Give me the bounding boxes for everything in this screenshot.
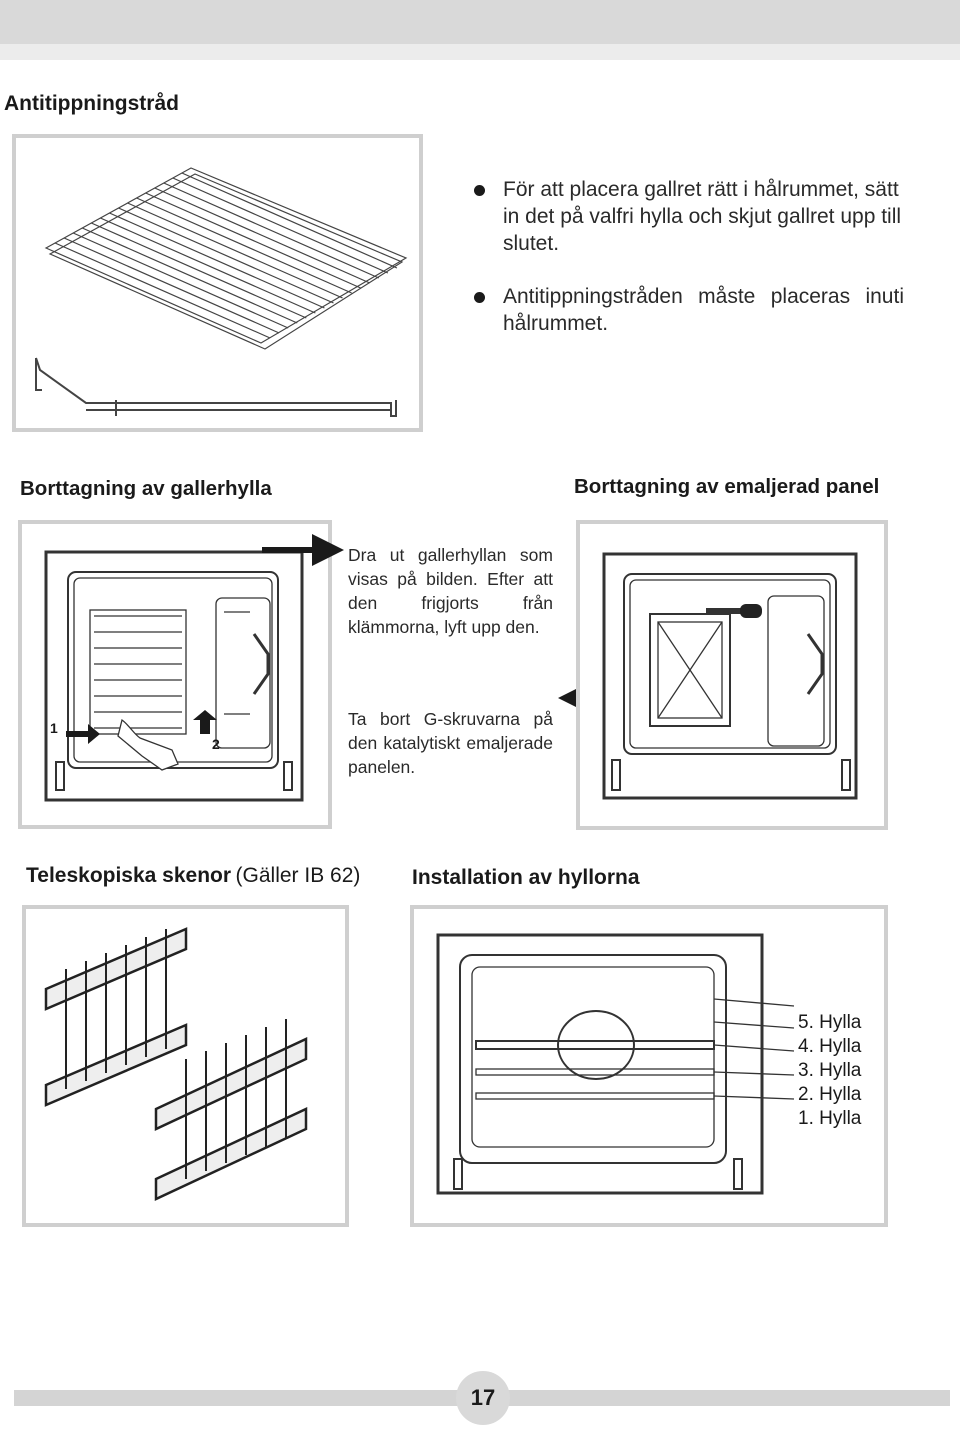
bullet-text: För att placera gallret rätt i hålrummet…: [503, 178, 902, 255]
bullet-text: Antitippningstråden måste placeras inuti…: [503, 285, 904, 335]
shelf-labels: 5. Hylla 4. Hylla 3. Hylla 2. Hylla 1. H…: [798, 1011, 861, 1131]
wire-rack-drawing: [35, 167, 408, 417]
shelf-label-1: 1. Hylla: [798, 1108, 862, 1129]
enamel-panel-drawing: [602, 552, 858, 800]
instruction-text-panel: Ta bort G-skruvarna på den katalytiskt e…: [348, 709, 553, 777]
telescopic-rails-drawing: [44, 927, 308, 1201]
heading-installation-hyllorna: Installation av hyllorna: [412, 866, 640, 889]
heading-antitippningstrad: Antitippningstråd: [4, 92, 179, 115]
heading-teleskopiska-label: Teleskopiska skenor: [26, 864, 232, 887]
page-number: 17: [456, 1371, 510, 1425]
heading-teleskopiska-note: (Gäller IB 62): [235, 864, 361, 887]
shelf-installation-illustration: 5. Hylla 4. Hylla 3. Hylla 2. Hylla 1. H…: [410, 905, 888, 1227]
heading-teleskopiska-skenor: Teleskopiska skenor (Gäller IB 62): [26, 864, 360, 888]
shelf-installation-drawing: [436, 933, 795, 1195]
step-marker-1: 1: [50, 720, 58, 736]
arrow-right-icon: [262, 534, 344, 566]
heading-borttagning-emaljerad-panel: Borttagning av emaljerad panel: [574, 475, 880, 498]
oven-rack-removal-illustration: 1 2: [18, 520, 332, 829]
header-bar-secondary: [0, 44, 960, 60]
shelf-label-4: 4. Hylla: [798, 1036, 862, 1057]
instruction-text-rack: Dra ut gallerhyllan som visas på bilden.…: [348, 545, 553, 637]
enamel-panel-removal-illustration: [576, 520, 888, 830]
bullet-dot-icon: [474, 292, 485, 303]
bullet-item: Antitippningstråden måste placeras inuti…: [474, 283, 904, 337]
shelf-label-2: 2. Hylla: [798, 1084, 862, 1105]
header-bar: [0, 0, 960, 44]
bullet-list: För att placera gallret rätt i hålrummet…: [474, 176, 904, 337]
shelf-label-5: 5. Hylla: [798, 1012, 862, 1033]
shelf-label-3: 3. Hylla: [798, 1060, 862, 1081]
step-marker-2: 2: [212, 736, 220, 752]
bullet-item: För att placera gallret rätt i hålrummet…: [474, 176, 904, 257]
wire-rack-illustration: [12, 134, 423, 432]
oven-rack-drawing: [44, 550, 304, 802]
heading-borttagning-gallerhylla: Borttagning av gallerhylla: [20, 477, 272, 500]
bullet-dot-icon: [474, 185, 485, 196]
telescopic-rails-illustration: [22, 905, 349, 1227]
